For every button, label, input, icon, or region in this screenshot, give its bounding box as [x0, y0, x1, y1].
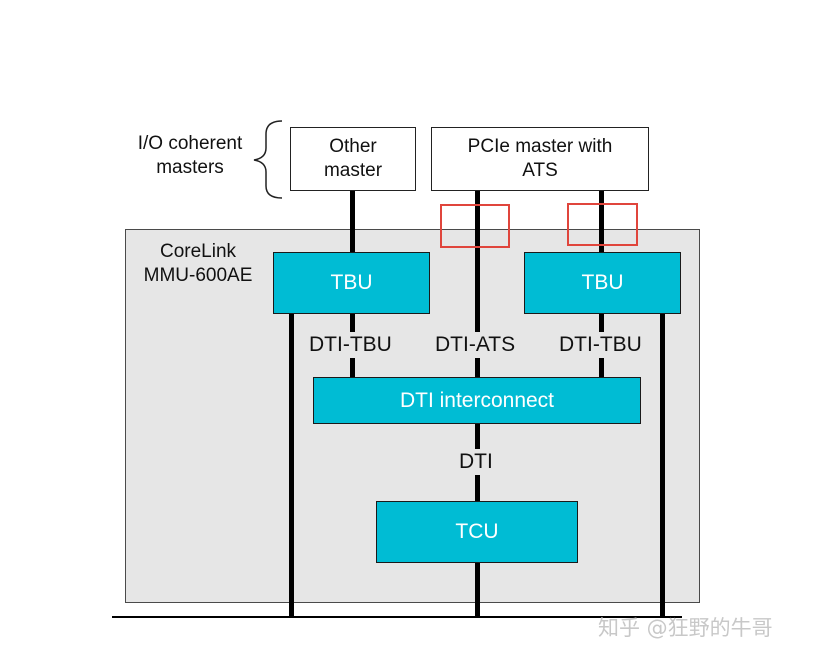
corelink-label: CoreLink MMU-600AE — [143, 241, 253, 286]
tbu-left-label: TBU — [330, 271, 373, 294]
left-tbu-system-line — [289, 314, 294, 618]
right-tbu-system-line — [660, 314, 665, 618]
tbu-left: TBU — [273, 252, 430, 314]
other-master-box: Other master — [290, 127, 416, 191]
dti-interconnect-label: DTI interconnect — [399, 388, 555, 412]
dti-tbu-right-label: DTI-TBU — [556, 332, 645, 358]
pcie-system-line — [475, 562, 480, 618]
system-bus-line — [112, 616, 682, 618]
tcu-label: TCU — [455, 520, 499, 543]
pcie-master-box: PCIe master with ATS — [431, 127, 649, 191]
watermark-text: 知乎 @狂野的牛哥 — [598, 616, 773, 640]
highlight-box-tbu — [567, 203, 638, 246]
dti-interconnect-box: DTI interconnect — [313, 377, 641, 424]
pcie-master-label: PCIe master with ATS — [467, 136, 613, 181]
tbu-right: TBU — [524, 252, 681, 314]
highlight-box-ats — [440, 204, 510, 248]
dti-ats-label: DTI-ATS — [432, 332, 519, 358]
tbu-right-label: TBU — [581, 271, 624, 294]
io-coherent-label: I/O coherent masters — [137, 133, 243, 178]
dti-label: DTI — [456, 449, 496, 475]
dti-tbu-left-label: DTI-TBU — [306, 332, 395, 358]
pcie-ats-line — [475, 190, 480, 378]
tcu-box: TCU — [376, 501, 578, 563]
other-master-to-tbu-line — [350, 190, 355, 252]
pcie-to-tbu-line — [599, 190, 604, 252]
other-master-label: Other master — [323, 136, 383, 181]
